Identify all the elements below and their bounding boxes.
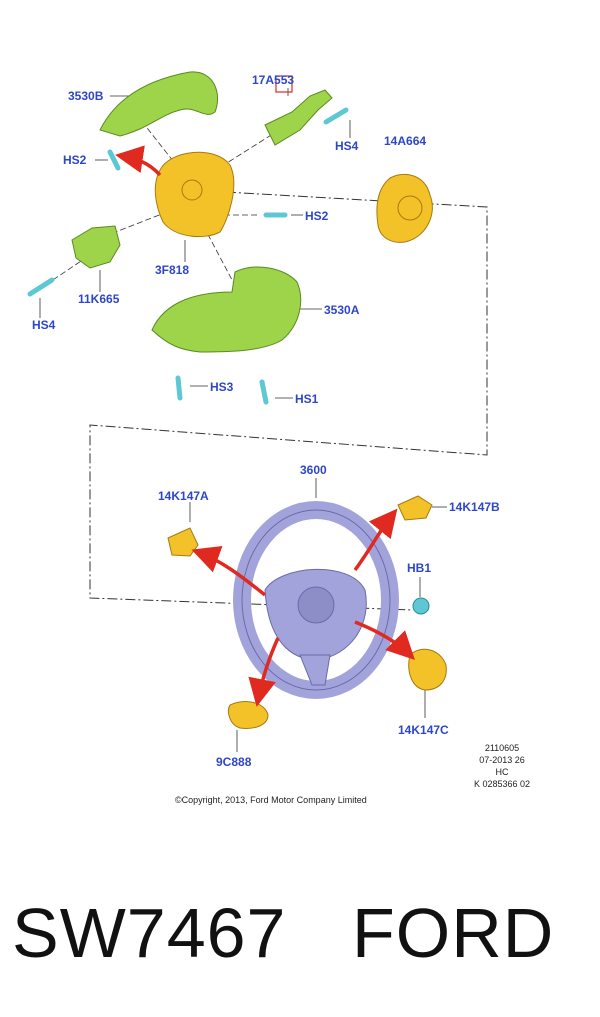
switch-14k147a (167, 527, 199, 557)
ref-line-2: 07-2013 26 (479, 755, 525, 765)
reference-block: 2110605 07-2013 26 HC K 0285366 02 (462, 742, 542, 790)
wiper-switch-17a553 (264, 89, 333, 146)
part-number-caption: SW7467 (12, 894, 287, 972)
label-17a553: 17A553 (252, 73, 295, 87)
label-hs2-left: HS2 (63, 153, 87, 167)
upper-shroud-3530b (99, 71, 219, 137)
bolt-hb1 (412, 597, 430, 615)
exploded-parts-diagram (27, 71, 488, 752)
label-14k147b: 14K147B (449, 500, 500, 514)
callout-lines (39, 88, 447, 752)
switch-14k147c (408, 648, 447, 691)
label-14k147a: 14K147A (158, 489, 209, 503)
ref-line-1: 2110605 (484, 743, 520, 753)
screw-hs4-top (323, 107, 349, 125)
label-9c888: 9C888 (216, 755, 252, 769)
screw-hs1 (259, 379, 269, 405)
switch-11k665 (71, 225, 121, 269)
screw-hs2-left (107, 149, 121, 171)
screw-hs3 (175, 375, 183, 401)
switch-14k147b (397, 495, 433, 521)
highlight-box (275, 75, 293, 93)
label-14a664: 14A664 (384, 134, 427, 148)
brand-caption: FORD (352, 894, 555, 972)
label-hs4-left: HS4 (32, 318, 56, 332)
label-11k665: 11K665 (78, 292, 120, 306)
clockspring-14a664 (376, 173, 433, 243)
assembly-outline (89, 189, 488, 611)
label-hs1: HS1 (295, 392, 319, 406)
ref-line-3: HC (495, 767, 509, 777)
switch-9c888 (227, 701, 269, 729)
direction-arrows (115, 145, 415, 707)
label-hs2-right: HS2 (305, 209, 329, 223)
label-hs3: HS3 (210, 380, 234, 394)
label-3f818: 3F818 (155, 263, 190, 277)
label-3530a: 3530A (324, 303, 360, 317)
label-3600: 3600 (300, 463, 327, 477)
steering-wheel-3600 (233, 501, 399, 699)
label-hs4-top: HS4 (335, 139, 359, 153)
label-hb1: HB1 (407, 561, 432, 575)
housing-3f818 (154, 151, 235, 238)
lower-shroud-3530a (151, 266, 302, 353)
label-14k147c: 14K147C (398, 723, 449, 737)
label-3530b: 3530B (68, 89, 104, 103)
ref-line-4: K 0285366 02 (473, 779, 531, 789)
copyright-notice: ©Copyright, 2013, Ford Motor Company Lim… (175, 795, 367, 805)
screw-hs4-left (27, 277, 55, 297)
diagram-graphics (27, 71, 488, 752)
